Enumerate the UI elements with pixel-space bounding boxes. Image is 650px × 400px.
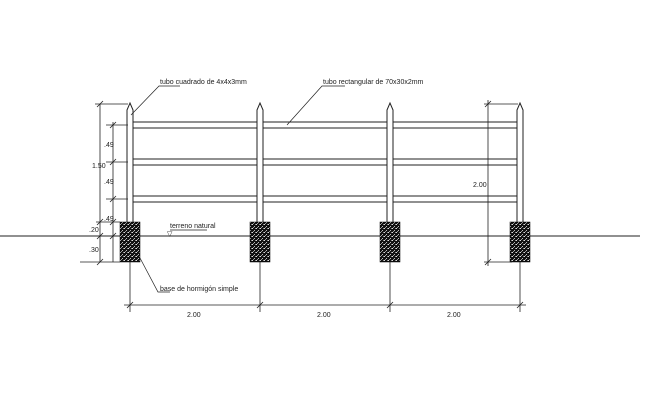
leaders <box>130 85 345 293</box>
post-tube-annotation: tubo cuadrado de 4x4x3mm <box>160 79 247 86</box>
span-3-label: 2.00 <box>447 312 461 319</box>
base-leader <box>139 257 170 293</box>
base-3 <box>379 221 401 263</box>
right-dimension <box>484 100 518 266</box>
rail-spacing-1-label: .49 <box>104 142 114 149</box>
post-2 <box>256 101 264 236</box>
post-3 <box>386 101 394 236</box>
rail-tube-annotation: tubo rectangular de 70x30x2mm <box>323 79 424 86</box>
below-ground-label: .30 <box>89 247 99 254</box>
span-1-label: 2.00 <box>187 312 201 319</box>
base-4 <box>509 221 531 263</box>
post-1 <box>126 101 134 236</box>
post-tube-leader <box>130 85 180 116</box>
left-dimension <box>80 100 128 266</box>
ground-annotation: terreno natural <box>170 223 216 230</box>
post-4 <box>516 101 524 236</box>
rail-spacing-3-label: .49 <box>104 216 114 223</box>
extension-lines <box>129 262 521 312</box>
rail-bottom <box>129 195 523 203</box>
right-total-label: 2.00 <box>473 182 487 189</box>
rail-spacing-2-label: .49 <box>104 179 114 186</box>
base-annotation: base de hormigón simple <box>160 286 238 293</box>
above-ground-label: .20 <box>89 227 99 234</box>
ground-level-symbol: ▽ <box>167 231 173 238</box>
rails <box>129 121 523 203</box>
rail-middle <box>129 158 523 166</box>
left-total-label: 1.50 <box>92 163 106 170</box>
span-2-label: 2.00 <box>317 312 331 319</box>
base-1 <box>119 221 141 263</box>
bottom-dimension <box>124 301 526 309</box>
rail-tube-leader <box>286 85 345 126</box>
base-2 <box>249 221 271 263</box>
posts <box>126 101 524 236</box>
concrete-bases <box>119 221 531 263</box>
rail-top <box>129 121 523 129</box>
